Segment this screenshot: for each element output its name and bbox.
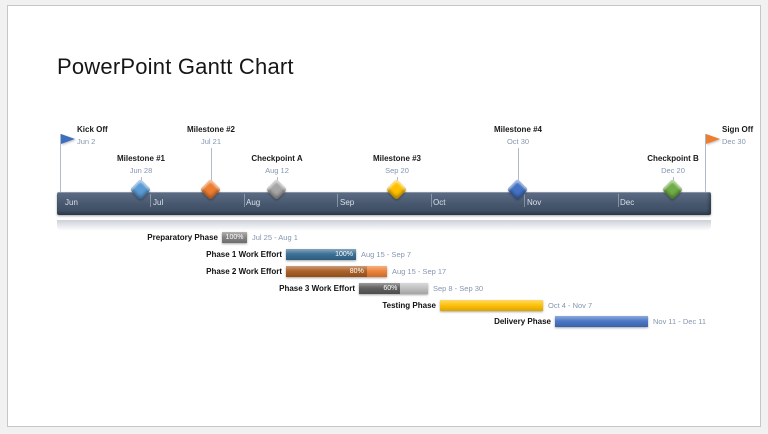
timeline-month-divider: [524, 194, 525, 207]
task-percent-label: 80%: [349, 268, 364, 275]
milestone-name: Milestone #3: [372, 154, 422, 163]
task-progress-fill: 100%: [222, 232, 247, 243]
timeline-month-divider: [337, 194, 338, 207]
milestone-date: Jun 2: [77, 136, 96, 146]
milestone-name: Milestone #2: [186, 125, 236, 134]
timeline-band-shadow: [57, 220, 711, 231]
milestone-date: Sep 20: [385, 165, 409, 175]
task-label: Delivery Phase: [494, 317, 551, 326]
flag-marker-icon[interactable]: [706, 134, 720, 144]
milestone-date: Jun 28: [129, 165, 153, 175]
task-percent-label: 60%: [383, 285, 398, 292]
task-progress-fill: [440, 300, 543, 311]
milestone-name: Checkpoint B: [647, 154, 699, 163]
task-label: Phase 3 Work Effort: [279, 284, 355, 293]
timeline-month-label: Jul: [153, 198, 164, 207]
task-bar[interactable]: 80%: [286, 266, 387, 277]
milestone-name: Checkpoint A: [251, 154, 303, 163]
flag-pole: [705, 134, 706, 192]
timeline-month-label: Dec: [620, 198, 635, 207]
task-progress-fill: 80%: [286, 266, 367, 277]
slide-boundary: [7, 5, 761, 427]
task-label: Phase 2 Work Effort: [206, 267, 282, 276]
task-bar[interactable]: 100%: [222, 232, 247, 243]
milestone-name: Sign Off: [722, 125, 754, 134]
task-bar[interactable]: [555, 316, 648, 327]
timeline-month-label: Aug: [246, 198, 261, 207]
task-progress-fill: 100%: [286, 249, 356, 260]
timeline-month-divider: [618, 194, 619, 207]
task-bar[interactable]: 60%: [359, 283, 428, 294]
slide-title[interactable]: PowerPoint Gantt Chart: [57, 54, 294, 79]
task-label: Testing Phase: [382, 301, 436, 310]
task-progress-fill: 60%: [359, 283, 401, 294]
milestone-date: Aug 12: [265, 165, 289, 175]
milestone-date: Dec 30: [722, 136, 746, 146]
flag-pole: [60, 134, 61, 192]
task-label: Phase 1 Work Effort: [206, 250, 282, 259]
task-percent-label: 100%: [225, 234, 244, 241]
task-dates: Nov 11 - Dec 11: [653, 317, 707, 326]
task-progress-fill: [555, 316, 648, 327]
timeline-month-label: Nov: [527, 198, 542, 207]
milestone-date: Oct 30: [506, 136, 530, 146]
task-dates: Aug 15 - Sep 17: [392, 267, 447, 276]
timeline-month-label: Jun: [65, 198, 78, 207]
milestone-name: Milestone #1: [116, 154, 166, 163]
milestone-name: Kick Off: [77, 125, 108, 134]
milestone-connector-line: [211, 148, 212, 183]
timeline-month-divider: [431, 194, 432, 207]
task-dates: Sep 8 - Sep 30: [433, 284, 484, 293]
timeline-month-label: Sep: [340, 198, 355, 207]
timeline-band[interactable]: [57, 192, 711, 215]
task-dates: Oct 4 - Nov 7: [548, 301, 593, 310]
milestone-connector-line: [518, 148, 519, 183]
task-label: Preparatory Phase: [147, 233, 218, 242]
milestone-date: Dec 20: [661, 165, 685, 175]
timeline-month-divider: [244, 194, 245, 207]
timeline-month-label: Oct: [433, 198, 446, 207]
flag-marker-icon[interactable]: [61, 134, 75, 144]
task-dates: Aug 15 - Sep 7: [361, 250, 412, 259]
timeline-month-divider: [150, 194, 151, 207]
task-dates: Jul 25 - Aug 1: [252, 233, 298, 242]
milestone-date: Jul 21: [200, 136, 222, 146]
milestone-name: Milestone #4: [493, 125, 543, 134]
task-percent-label: 100%: [335, 251, 353, 258]
task-bar[interactable]: 100%: [286, 249, 356, 260]
task-bar[interactable]: [440, 300, 543, 311]
